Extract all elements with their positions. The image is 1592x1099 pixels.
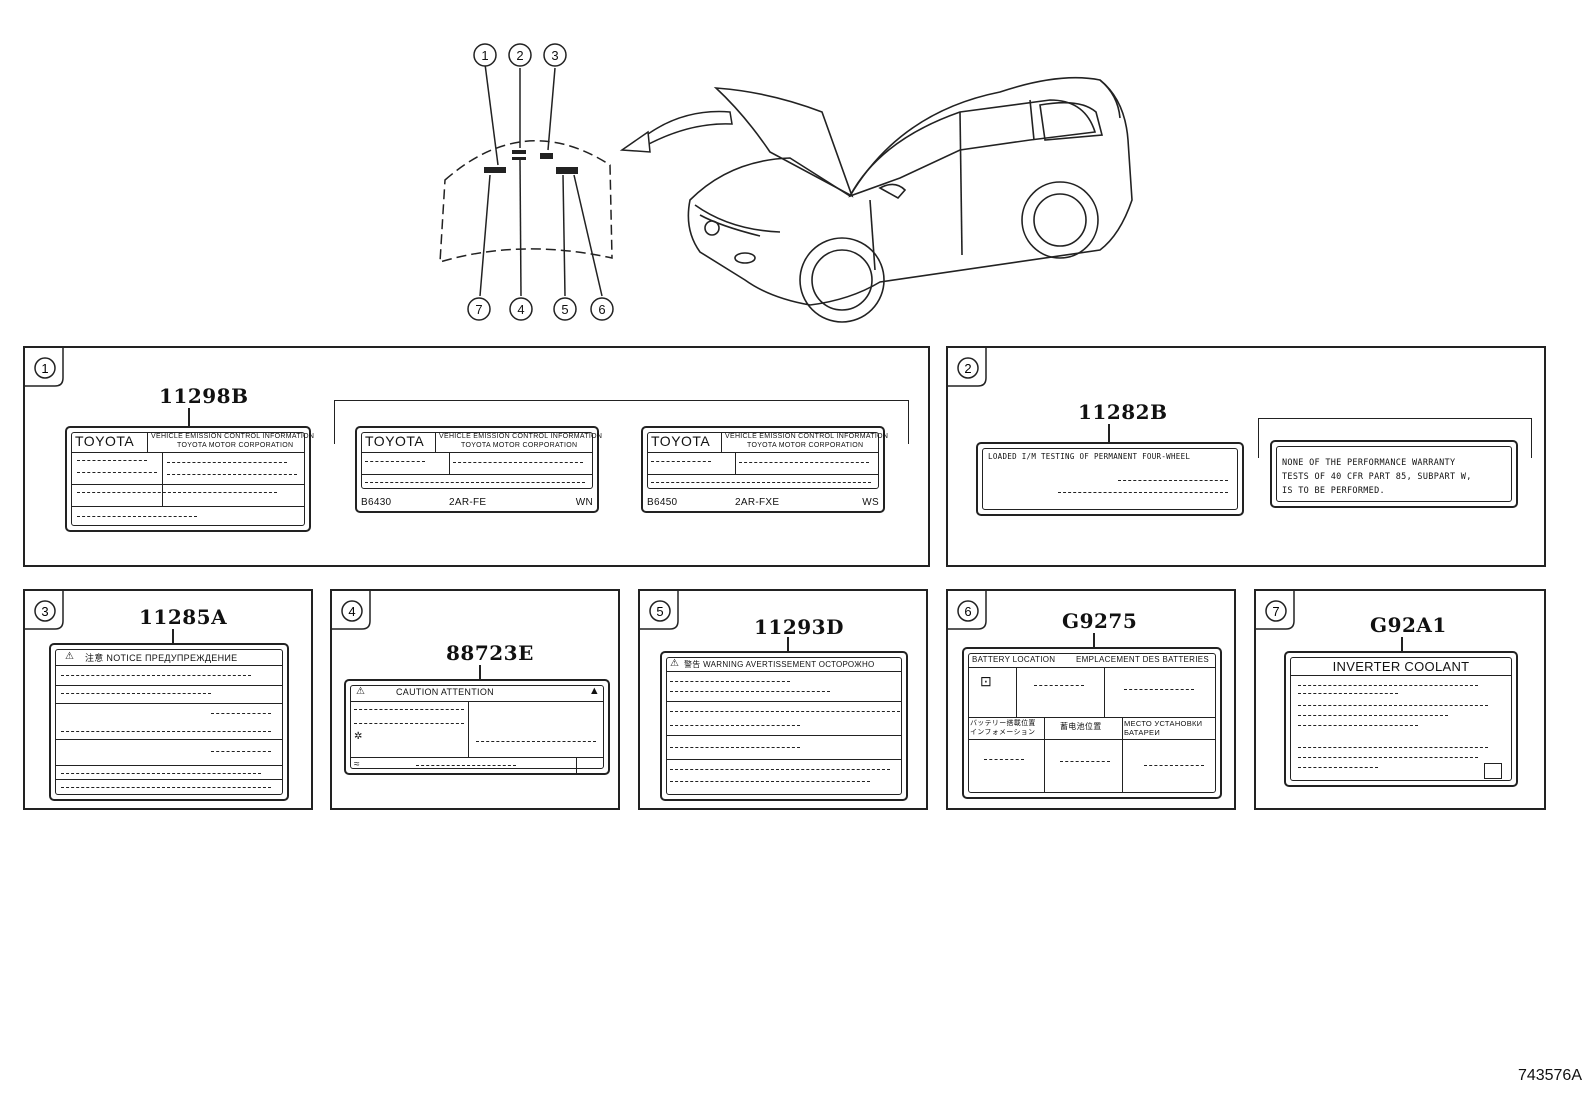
panel-index-tab: 2 bbox=[948, 348, 987, 387]
warning-triangle-icon: ⚠ bbox=[65, 651, 75, 662]
callout-6: 6 bbox=[598, 302, 605, 317]
row2-c: МЕСТО УСТАНОВКИ БАТАРЕИ bbox=[1124, 719, 1203, 737]
part-number: 11282B bbox=[1078, 400, 1168, 424]
part-leader bbox=[1108, 424, 1110, 442]
hood-label-markers bbox=[484, 150, 578, 174]
caution-label: ⚠ CAUTION ATTENTION ▲ ✲ ≈ bbox=[344, 679, 610, 775]
label-code: B6430 bbox=[361, 497, 392, 508]
callout-4: 4 bbox=[517, 302, 524, 317]
row2-a: バッテリー搭載位置インフォメーション bbox=[970, 720, 1036, 736]
part-leader bbox=[1093, 633, 1095, 647]
panel-index-tab: 5 bbox=[640, 591, 679, 630]
label-header: VEHICLE EMISSION CONTROL INFORMATION bbox=[151, 433, 315, 440]
part-leader bbox=[1401, 637, 1403, 651]
im-testing-label: LOADED I/M TESTING OF PERMANENT FOUR-WHE… bbox=[976, 442, 1244, 516]
catalog-number: 743576A bbox=[1517, 1067, 1582, 1084]
label-header: VEHICLE EMISSION CONTROL INFORMATION bbox=[725, 433, 889, 440]
part-leader bbox=[787, 637, 789, 651]
sun-icon: ✲ bbox=[354, 731, 363, 742]
part-number: G9275 bbox=[1062, 609, 1138, 633]
corner-box bbox=[1484, 763, 1502, 779]
warning-label: ⚠ 警告 WARNING AVERTISSEMENT OСТОРОЖНО bbox=[660, 651, 908, 801]
label-variant: WS bbox=[862, 497, 879, 508]
header-right: EMPLACEMENT DES BATTERIES bbox=[1076, 655, 1210, 664]
label-header: CAUTION ATTENTION bbox=[396, 687, 494, 697]
overview-illustration: 1 2 3 7 4 5 6 bbox=[439, 43, 1133, 323]
panel-index: 4 bbox=[348, 604, 355, 619]
label-variant: WN bbox=[575, 497, 593, 508]
callout-leaders bbox=[479, 63, 603, 297]
brand-text: TOYOTA bbox=[365, 433, 425, 449]
callout-5: 5 bbox=[561, 302, 568, 317]
warranty-line-2: TESTS OF 40 CFR PART 85, SUBPART W, bbox=[1282, 472, 1472, 482]
hood-outline bbox=[439, 140, 613, 264]
header-left: BATTERY LOCATION bbox=[972, 655, 1056, 664]
label-sub: TOYOTA MOTOR CORPORATION bbox=[177, 442, 294, 449]
label-header: INVERTER COOLANT bbox=[1332, 659, 1470, 674]
battery-location-label: BATTERY LOCATION EMPLACEMENT DES BATTERI… bbox=[962, 647, 1222, 799]
coolant-icon: ≈ bbox=[354, 759, 360, 770]
label-sub: TOYOTA MOTOR CORPORATION bbox=[461, 442, 578, 449]
vehicle-drawing bbox=[687, 76, 1133, 323]
label-header: 警告 WARNING AVERTISSEMENT OСТОРОЖНО bbox=[684, 660, 875, 669]
panel-6: 6 G9275 BATTERY LOCATION EMPLACEMENT DES… bbox=[946, 589, 1236, 810]
callout-1: 1 bbox=[481, 48, 488, 63]
emission-label-c: TOYOTA VEHICLE EMISSION CONTROL INFORMAT… bbox=[641, 426, 889, 513]
part-leader bbox=[172, 629, 174, 643]
brand-text: TOYOTA bbox=[75, 433, 135, 449]
label-code: B6450 bbox=[647, 497, 678, 508]
panel-index: 7 bbox=[1272, 604, 1279, 619]
emission-label-b: TOYOTA VEHICLE EMISSION CONTROL INFORMAT… bbox=[355, 426, 603, 513]
warranty-label: NONE OF THE PERFORMANCE WARRANTY TESTS O… bbox=[1270, 440, 1518, 508]
part-leader bbox=[188, 408, 190, 426]
warning-triangle-icon: ⚠ bbox=[356, 686, 366, 697]
panel-3: 3 11285A ⚠ 注意 NOTICE ПРЕДУПРЕЖДЕНИЕ bbox=[23, 589, 313, 810]
part-number: 11285A bbox=[139, 605, 228, 629]
panel-index-tab: 3 bbox=[25, 591, 64, 630]
callout-7: 7 bbox=[475, 302, 482, 317]
panel-7: 7 G92A1 INVERTER COOLANT bbox=[1254, 589, 1546, 810]
panel-index: 5 bbox=[656, 604, 663, 619]
panel-index-tab: 7 bbox=[1256, 591, 1295, 630]
panel-5: 5 11293D ⚠ 警告 WARNING AVERTISSEMENT OСТО… bbox=[638, 589, 928, 810]
callout-2: 2 bbox=[516, 48, 523, 63]
panel-index: 3 bbox=[41, 604, 48, 619]
warning-triangle-icon: ⚠ bbox=[670, 658, 680, 669]
label-sub: TOYOTA MOTOR CORPORATION bbox=[747, 442, 864, 449]
panel-index-tab: 1 bbox=[25, 348, 64, 387]
inverter-coolant-label: INVERTER COOLANT bbox=[1284, 651, 1518, 787]
car-top-icon: ⊡ bbox=[980, 673, 993, 689]
panel-2: 2 11282B LOADED I/M TESTING OF PERMANENT… bbox=[946, 346, 1546, 567]
brand-text: TOYOTA bbox=[651, 433, 711, 449]
panel-index-tab: 6 bbox=[948, 591, 987, 630]
row2-b: 蓄电池位置 bbox=[1060, 722, 1102, 731]
part-number: 11298B bbox=[159, 384, 249, 408]
part-number: 11293D bbox=[754, 615, 844, 639]
label-header: 注意 NOTICE ПРЕДУПРЕЖДЕНИЕ bbox=[85, 653, 238, 663]
panel-index: 6 bbox=[964, 604, 971, 619]
hood-arrow bbox=[619, 110, 733, 153]
symbol-icon: ▲ bbox=[588, 685, 600, 697]
part-number: G92A1 bbox=[1370, 613, 1447, 637]
label-engine: 2AR-FE bbox=[449, 497, 487, 508]
warranty-line-1: NONE OF THE PERFORMANCE WARRANTY bbox=[1282, 458, 1456, 468]
panel-index-tab: 4 bbox=[332, 591, 371, 630]
panel-4: 4 88723E ⚠ CAUTION ATTENTION ▲ ✲ ≈ bbox=[330, 589, 620, 810]
label-text: LOADED I/M TESTING OF PERMANENT FOUR-WHE… bbox=[988, 452, 1191, 461]
panel-index: 1 bbox=[41, 361, 48, 376]
callout-circles bbox=[467, 43, 614, 321]
panel-1: 1 11298B TOYOTA VEHICLE EMISSION CONTROL… bbox=[23, 346, 930, 567]
warranty-line-3: IS TO BE PERFORMED. bbox=[1282, 486, 1385, 496]
notice-label: ⚠ 注意 NOTICE ПРЕДУПРЕЖДЕНИЕ bbox=[49, 643, 289, 801]
label-header: VEHICLE EMISSION CONTROL INFORMATION bbox=[439, 433, 603, 440]
label-engine: 2AR-FXE bbox=[735, 497, 780, 508]
callout-3: 3 bbox=[551, 48, 558, 63]
panel-index: 2 bbox=[964, 361, 971, 376]
emission-label-a: TOYOTA VEHICLE EMISSION CONTROL INFORMAT… bbox=[65, 426, 315, 532]
part-leader bbox=[479, 665, 481, 679]
part-number: 88723E bbox=[446, 641, 534, 665]
